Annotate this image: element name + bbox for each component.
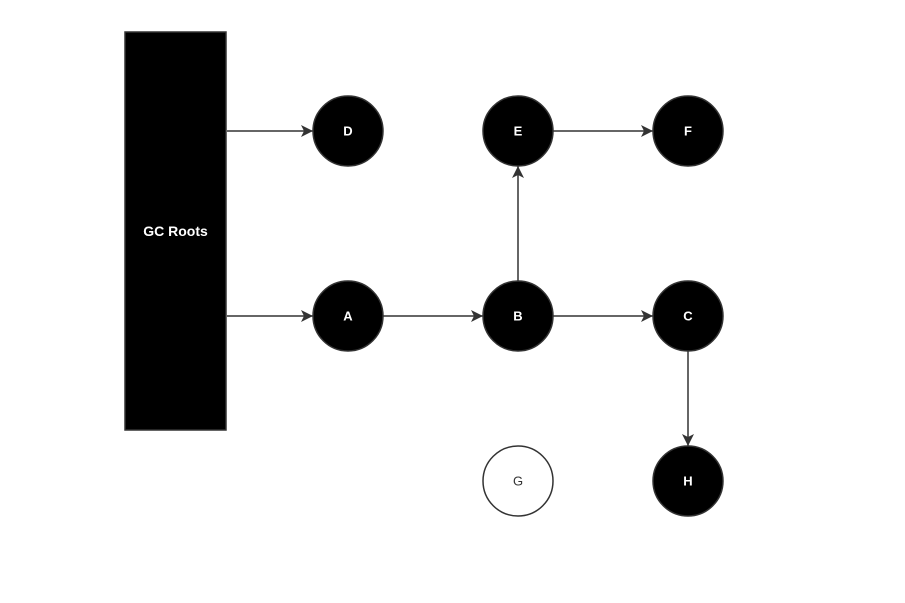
- node-f: F: [652, 95, 724, 167]
- node-e-label: E: [514, 124, 523, 139]
- gc-roots-label: GC Roots: [143, 223, 208, 239]
- node-g-label: G: [513, 474, 523, 489]
- node-g-circle: [482, 445, 554, 517]
- node-h-label: H: [683, 474, 692, 489]
- node-a-circle: [312, 280, 384, 352]
- gc-roots-block: GC Roots: [124, 31, 227, 431]
- edges-group: [227, 125, 694, 446]
- node-c-label: C: [683, 309, 693, 324]
- node-c: C: [652, 280, 724, 352]
- node-e-circle: [482, 95, 554, 167]
- node-d: D: [312, 95, 384, 167]
- node-a-label: A: [343, 309, 353, 324]
- gc-roots-rect: [124, 31, 227, 431]
- node-h-circle: [652, 445, 724, 517]
- node-g: G: [482, 445, 554, 517]
- nodes-group: D E F A B C G H: [312, 95, 724, 517]
- node-d-circle: [312, 95, 384, 167]
- node-b-label: B: [513, 309, 522, 324]
- node-d-label: D: [343, 124, 352, 139]
- node-h: H: [652, 445, 724, 517]
- node-a: A: [312, 280, 384, 352]
- node-c-circle: [652, 280, 724, 352]
- node-b-circle: [482, 280, 554, 352]
- node-f-label: F: [684, 124, 692, 139]
- node-e: E: [482, 95, 554, 167]
- node-b: B: [482, 280, 554, 352]
- node-f-circle: [652, 95, 724, 167]
